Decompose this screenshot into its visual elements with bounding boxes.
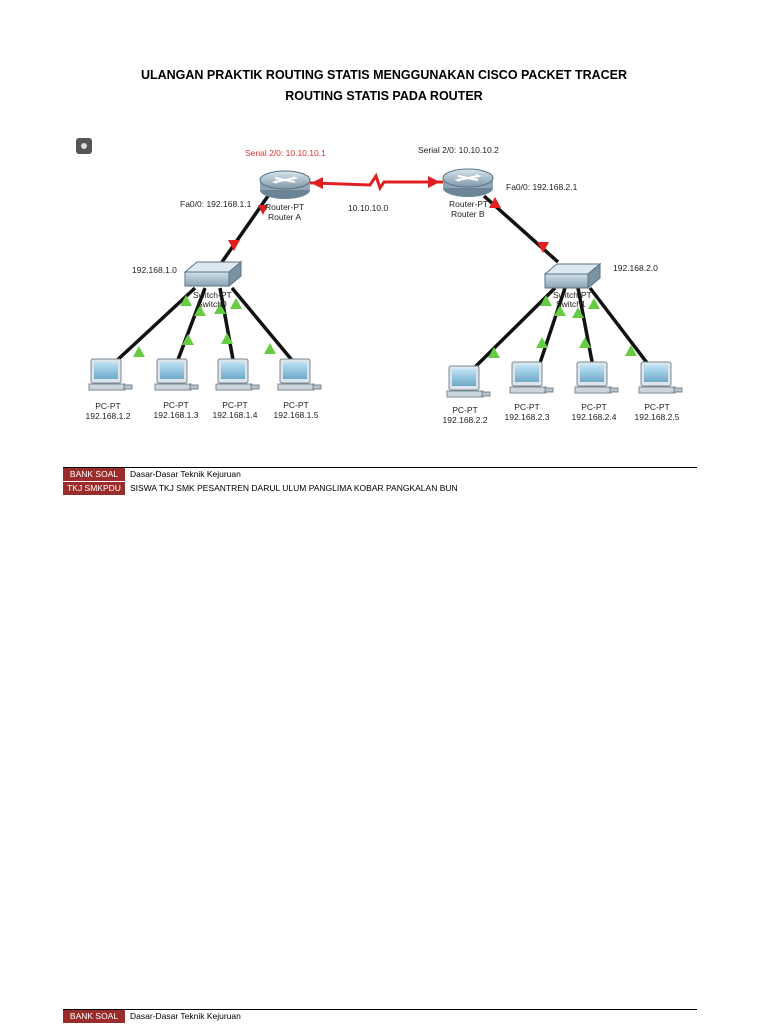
pc-icon[interactable] (446, 365, 491, 398)
router-b-name-label: Router B (451, 209, 485, 219)
router-b-serial-label: Serial 2/0: 10.10.10.2 (418, 145, 499, 155)
network-topology-diagram: Serial 2/0: 10.10.10.1 Serial 2/0: 10.10… (76, 138, 683, 425)
pc-ip-label: 192.168.2.2 (443, 415, 488, 425)
footer-tag: TKJ SMKPDU (63, 482, 125, 495)
pc-ip-label: 192.168.2.3 (505, 412, 550, 422)
pc-type-label: PC-PT (514, 402, 540, 412)
pc-type-label: PC-PT (163, 400, 189, 410)
pc-icon[interactable] (88, 358, 133, 391)
link-down-indicator (428, 176, 440, 188)
pc-type-label: PC-PT (222, 400, 248, 410)
serial-link (284, 172, 470, 192)
footer-tag: BANK SOAL (63, 468, 125, 481)
router-a-serial-label: Serial 2/0: 10.10.10.1 (245, 148, 326, 158)
link-down-indicator (311, 177, 323, 189)
switch0-network-label: 192.168.1.0 (132, 265, 177, 275)
footer-subject: Dasar-Dasar Teknik Kejuruan (130, 1011, 241, 1021)
router-b-icon[interactable] (442, 168, 494, 198)
pc-type-label: PC-PT (644, 402, 670, 412)
wan-network-label: 10.10.10.0 (348, 203, 388, 213)
router-b-fa-label: Fa0/0: 192.168.2.1 (506, 182, 578, 192)
pc-ip-label: 192.168.1.4 (213, 410, 258, 420)
router-a-name-label: Router A (268, 212, 301, 222)
router-a-type-label: Router-PT (265, 202, 304, 212)
pc-icon[interactable] (509, 361, 554, 394)
footer-school: SISWA TKJ SMK PESANTREN DARUL ULUM PANGL… (130, 483, 458, 493)
switch1-network-label: 192.168.2.0 (613, 263, 658, 273)
pc-ip-label: 192.168.1.3 (154, 410, 199, 420)
pc-type-label: PC-PT (452, 405, 478, 415)
switch1-type-label: Switch-PT (553, 290, 592, 300)
page-footer: BANK SOAL Dasar-Dasar Teknik Kejuruan TK… (63, 467, 697, 495)
switch0-name-label: Switch0 (197, 299, 227, 309)
pc-icon[interactable] (638, 361, 683, 394)
link-down-indicator (228, 240, 240, 251)
footer-subject: Dasar-Dasar Teknik Kejuruan (130, 469, 241, 479)
pc-icon[interactable] (215, 358, 260, 391)
link-down-indicator (258, 205, 268, 215)
router-b-type-label: Router-PT (449, 199, 488, 209)
pc-ip-label: 192.168.1.2 (86, 411, 131, 421)
page-subtitle: ROUTING STATIS PADA ROUTER (285, 89, 483, 103)
page-title: ULANGAN PRAKTIK ROUTING STATIS MENGGUNAK… (140, 68, 628, 82)
pc-icon[interactable] (277, 358, 322, 391)
page-footer-2: BANK SOAL Dasar-Dasar Teknik Kejuruan (63, 1009, 697, 1023)
switch1-icon[interactable] (543, 262, 602, 290)
switch1-name-label: Switch1 (556, 299, 586, 309)
footer-tag: BANK SOAL (63, 1010, 125, 1023)
pc-icon[interactable] (574, 361, 619, 394)
pc-icon[interactable] (154, 358, 199, 391)
switch0-type-label: Switch-PT (193, 290, 232, 300)
link-up-indicators (133, 295, 637, 358)
pc-ip-label: 192.168.2.4 (572, 412, 617, 422)
pc-ip-label: 192.168.2.5 (635, 412, 680, 422)
pc-type-label: PC-PT (581, 402, 607, 412)
pc-type-label: PC-PT (95, 401, 121, 411)
router-a-fa-label: Fa0/0: 192.168.1.1 (180, 199, 252, 209)
pc-ip-label: 192.168.1.5 (274, 410, 319, 420)
link-down-indicator (537, 242, 549, 253)
link-down-indicator (489, 197, 501, 208)
router-a-icon[interactable] (259, 170, 311, 200)
switch0-icon[interactable] (183, 260, 243, 288)
pc-type-label: PC-PT (283, 400, 309, 410)
